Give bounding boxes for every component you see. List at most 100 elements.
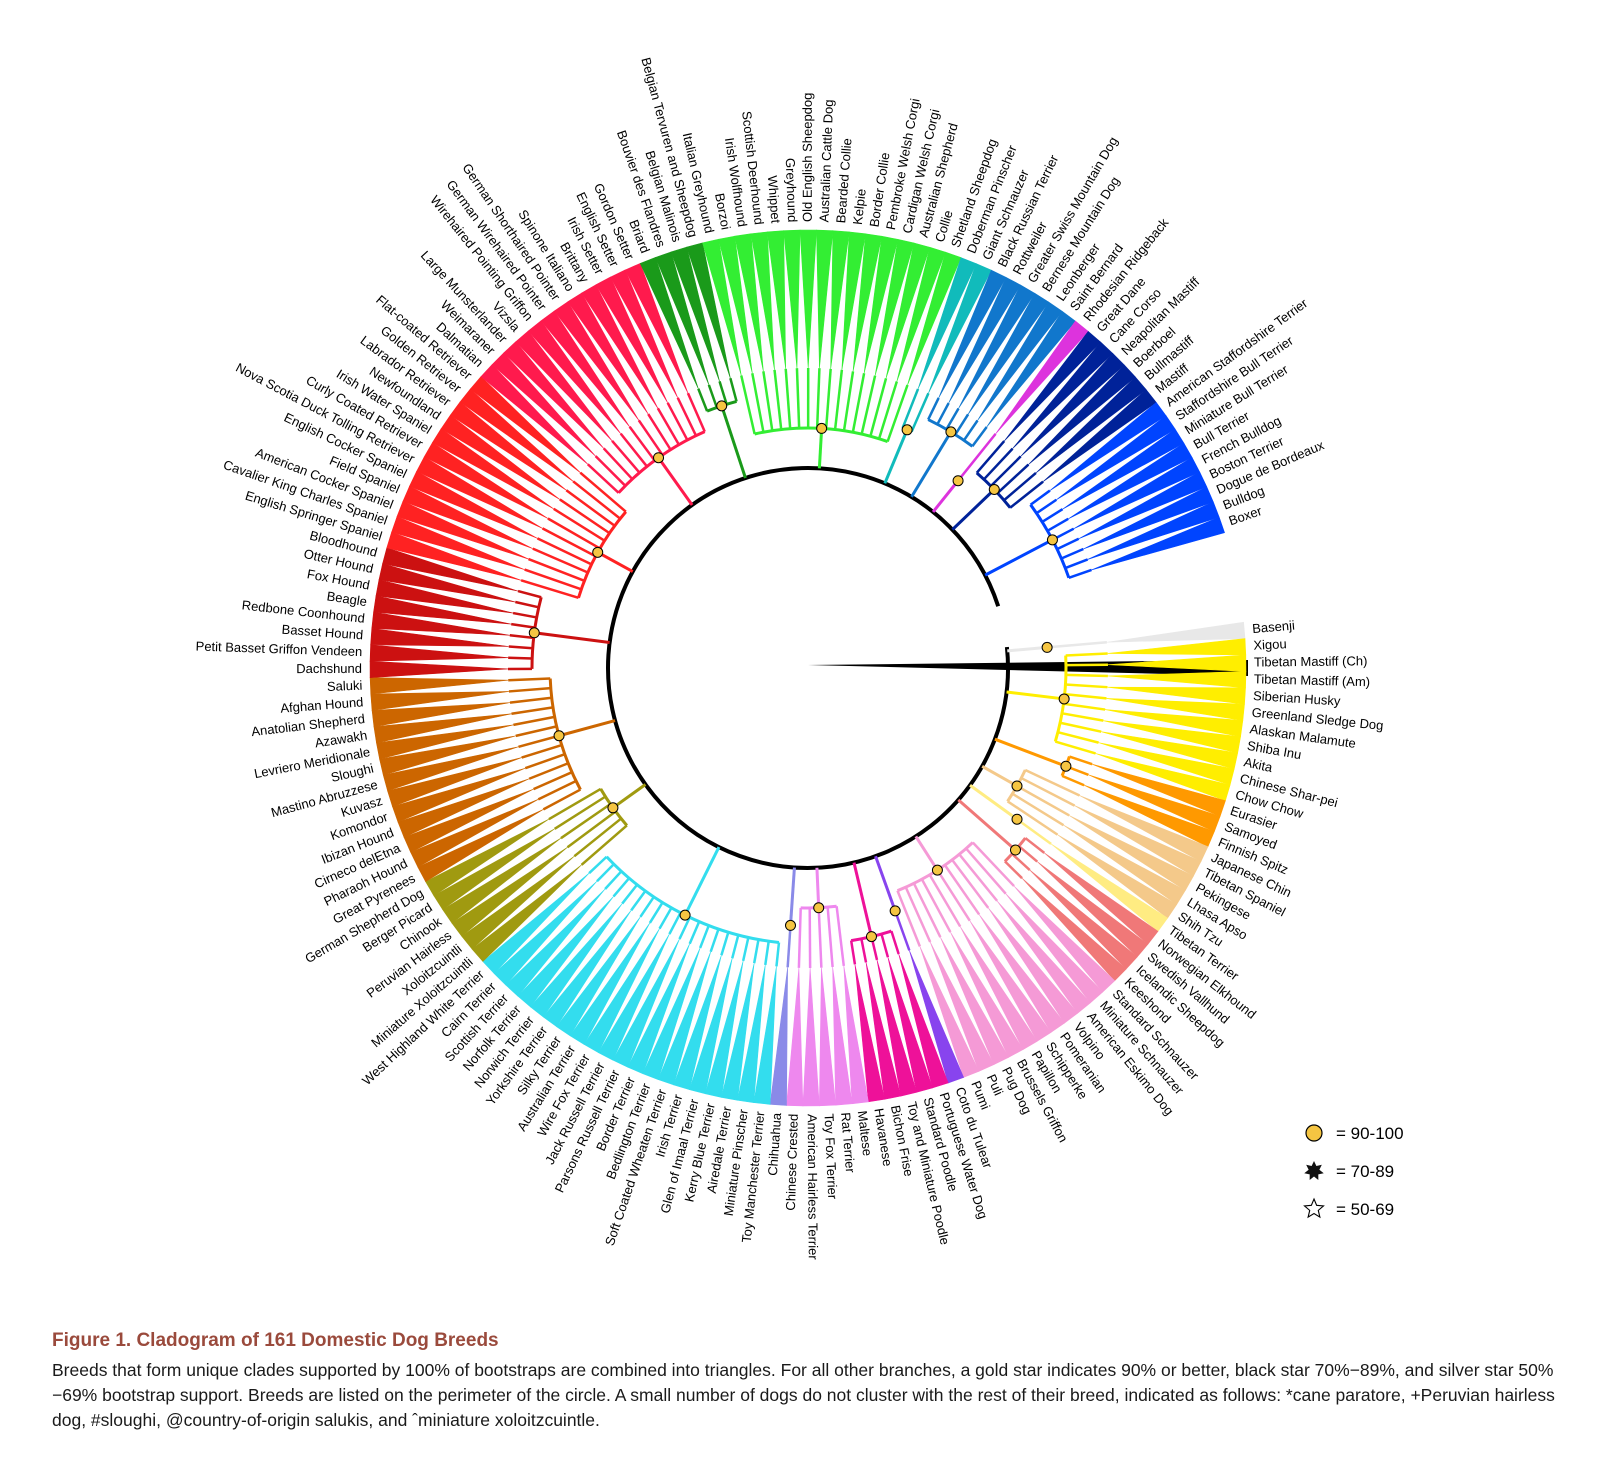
leaf-branch xyxy=(775,942,781,967)
leaf-branch xyxy=(833,369,844,430)
clade-triangle xyxy=(1042,389,1157,482)
clade-triangle xyxy=(987,907,1079,1024)
leaf-branch xyxy=(764,941,770,966)
leaf-branch xyxy=(647,413,672,451)
leaf-branch xyxy=(1057,730,1099,744)
leaf-branch xyxy=(688,921,701,945)
clade-triangle xyxy=(958,284,1036,409)
clade-triangle xyxy=(1106,621,1246,643)
leaf-branch xyxy=(936,402,950,425)
clade-stem xyxy=(931,479,960,513)
clade-triangle xyxy=(369,660,509,678)
bootstrap-marker xyxy=(931,864,943,876)
leaf-branch xyxy=(572,480,621,520)
clade-triangle xyxy=(376,724,514,760)
bootstrap-marker xyxy=(592,546,604,558)
clade-triangle xyxy=(451,847,568,937)
leaf-branch xyxy=(954,413,970,436)
clade-triangle xyxy=(841,231,866,370)
clade-triangle xyxy=(1036,861,1149,958)
leaf-branch xyxy=(1035,498,1058,515)
clade-triangle xyxy=(907,251,962,386)
bootstrap-marker xyxy=(1046,534,1058,546)
clade-triangle xyxy=(403,788,534,853)
clade-triangle xyxy=(503,341,604,449)
leaf-branch xyxy=(1016,784,1070,817)
leaf-branch xyxy=(524,753,566,770)
leaf-branch xyxy=(1064,692,1107,700)
clade-triangle xyxy=(392,767,526,823)
leaf-branch xyxy=(912,882,942,938)
clade-triangle xyxy=(595,276,668,403)
bootstrap-markers xyxy=(528,400,1072,943)
clade-stem xyxy=(910,431,953,498)
leaf-branch xyxy=(786,925,792,968)
bootstrap-marker xyxy=(1058,693,1070,705)
leaf-branch xyxy=(1003,471,1037,502)
clade-triangle xyxy=(386,531,522,581)
legend-black-star-icon xyxy=(1304,1161,1324,1181)
clade-triangle xyxy=(938,269,1007,399)
leaf-branch xyxy=(849,940,857,965)
breed-label: Toy Fox Terrier xyxy=(821,1113,840,1200)
clade-triangle xyxy=(396,500,529,560)
leaf-branch xyxy=(996,463,1030,494)
clade-triangle xyxy=(397,778,530,838)
clade-triangle xyxy=(1068,442,1193,520)
leaf-branch xyxy=(547,517,601,550)
leaf-branch xyxy=(943,864,981,916)
bootstrap-marker xyxy=(813,902,825,914)
leaf-branch xyxy=(1006,800,1059,836)
leaf-branch xyxy=(1009,480,1044,509)
leaf-branch xyxy=(1011,852,1031,871)
leaf-branch xyxy=(740,375,756,435)
leaf-branch xyxy=(639,896,655,918)
clade-wedges xyxy=(369,229,1247,1107)
leaf-branch xyxy=(628,426,656,462)
clade-triangle xyxy=(517,896,614,1008)
clade-triangle xyxy=(556,916,641,1037)
clade-triangle xyxy=(505,888,606,997)
clade-triangle xyxy=(370,691,509,711)
clade-triangle xyxy=(515,330,613,442)
leaf-branch xyxy=(508,656,533,660)
leaf-branch xyxy=(835,906,846,967)
leaf-branch xyxy=(784,368,792,429)
clade-stem xyxy=(1007,645,1048,653)
clade-triangle xyxy=(369,677,509,695)
leaf-branch xyxy=(1056,537,1080,551)
leaf-branch xyxy=(586,463,620,494)
clade-triangle xyxy=(373,713,512,744)
clade-triangle xyxy=(387,757,522,807)
leaf-branch xyxy=(697,388,709,412)
leaf-branch xyxy=(718,380,728,405)
clade-triangle xyxy=(581,284,659,409)
leaf-branch xyxy=(762,371,774,431)
clade-triangle xyxy=(480,364,589,465)
leaf-branch xyxy=(1064,558,1089,570)
clade-triangle xyxy=(469,376,581,473)
clade-triangle xyxy=(1021,877,1127,982)
clade-triangle xyxy=(371,702,511,728)
legend-label: = 70-89 xyxy=(1336,1162,1394,1181)
clade-triangle xyxy=(529,903,623,1018)
leaf-branch xyxy=(971,841,1015,887)
clade-triangle xyxy=(876,959,918,1097)
legend-label: = 50-69 xyxy=(1336,1200,1394,1219)
clade-triangle xyxy=(1095,753,1231,802)
clade-triangle xyxy=(919,946,980,1078)
clade-triangle xyxy=(1069,815,1194,891)
bootstrap-marker xyxy=(952,475,964,487)
leaf-branch xyxy=(936,869,971,922)
leaf-branch xyxy=(1029,489,1051,506)
clade-triangle xyxy=(1063,824,1186,905)
leaf-branch xyxy=(559,498,611,535)
clade-triangle xyxy=(885,242,931,379)
leaf-branch xyxy=(536,537,593,566)
clade-triangle xyxy=(1083,486,1214,550)
clade-triangle xyxy=(409,471,538,539)
leaf-branch xyxy=(886,384,909,442)
leaf-branch xyxy=(542,788,582,811)
leaf-branch xyxy=(533,771,573,791)
